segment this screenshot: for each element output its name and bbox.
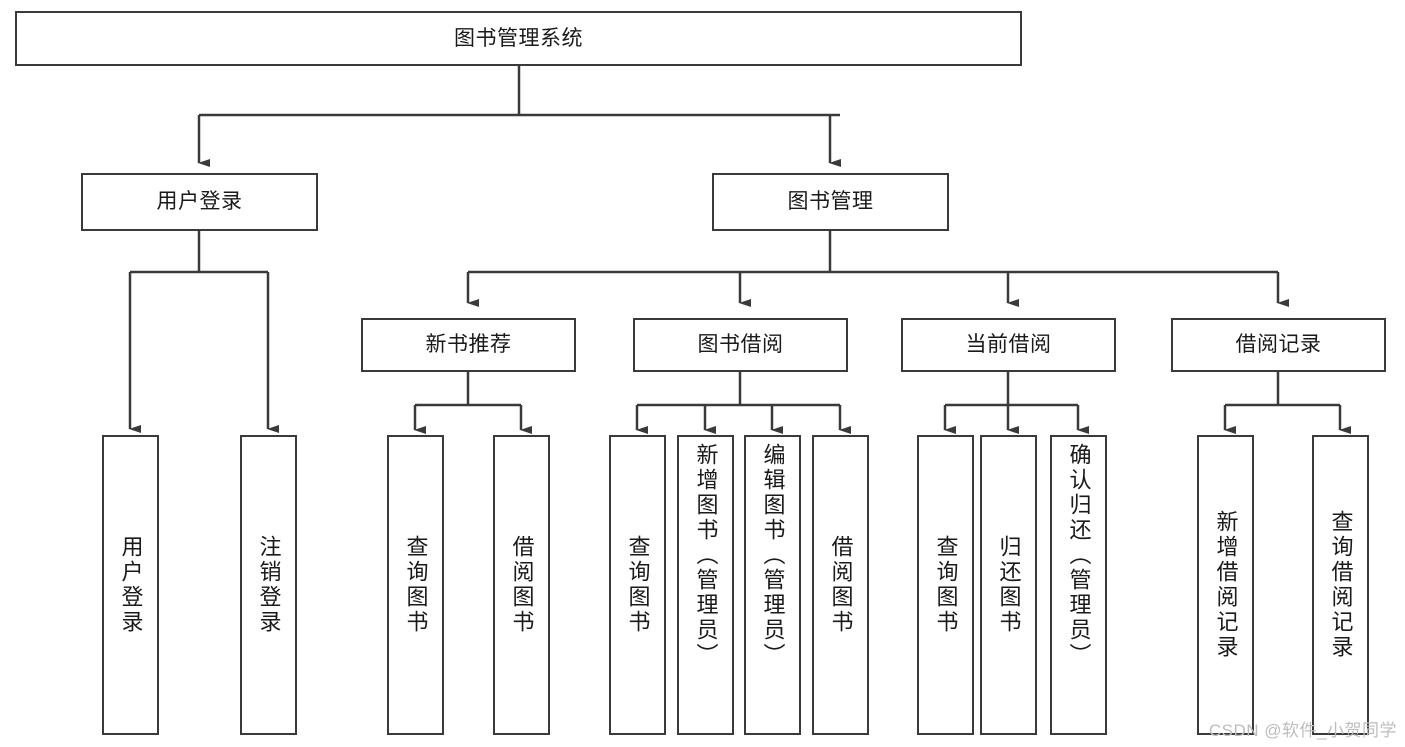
node-label: 借阅记录 <box>1235 333 1322 357</box>
leaf-query-book-bb[interactable]: 查询图书 <box>609 435 666 735</box>
leaf-confirm-return-admin[interactable]: 确认归还（管理员） <box>1050 435 1107 735</box>
node-user-login[interactable]: 用户登录 <box>81 173 318 231</box>
node-label: 图书管理系统 <box>454 26 583 50</box>
node-book-borrow[interactable]: 图书借阅 <box>633 318 848 372</box>
watermark: CSDN @软件_小贺同学 <box>1208 721 1397 740</box>
node-borrow-record[interactable]: 借阅记录 <box>1171 318 1386 372</box>
leaf-add-borrow-record[interactable]: 新增借阅记录 <box>1197 435 1254 735</box>
node-current-borrow[interactable]: 当前借阅 <box>901 318 1116 372</box>
node-label: 注销登录 <box>256 535 282 635</box>
node-label: 查询图书 <box>933 535 959 635</box>
node-label: 新增借阅记录 <box>1213 510 1239 660</box>
node-label: 用户登录 <box>156 190 243 214</box>
node-label: 查询图书 <box>403 535 429 635</box>
leaf-user-login[interactable]: 用户登录 <box>102 435 159 735</box>
leaf-edit-book-admin[interactable]: 编辑图书（管理员） <box>744 435 801 735</box>
node-label: 归还图书 <box>996 535 1022 635</box>
node-label: 借阅图书 <box>828 535 854 635</box>
leaf-borrow-book-bb[interactable]: 借阅图书 <box>812 435 869 735</box>
node-label: 图书借阅 <box>697 333 784 357</box>
node-label: 新增图书（管理员） <box>693 443 719 668</box>
node-label: 查询借阅记录 <box>1328 510 1354 660</box>
node-book-management[interactable]: 图书管理 <box>712 173 949 231</box>
node-label: 查询图书 <box>625 535 651 635</box>
node-label: 用户登录 <box>118 535 144 635</box>
leaf-query-book-nb[interactable]: 查询图书 <box>387 435 444 735</box>
leaf-add-book-admin[interactable]: 新增图书（管理员） <box>677 435 734 735</box>
node-label: 编辑图书（管理员） <box>760 443 786 668</box>
leaf-return-book[interactable]: 归还图书 <box>980 435 1037 735</box>
node-label: 当前借阅 <box>965 333 1052 357</box>
node-label: 借阅图书 <box>509 535 535 635</box>
node-new-book-recommend[interactable]: 新书推荐 <box>361 318 576 372</box>
leaf-logout[interactable]: 注销登录 <box>240 435 297 735</box>
node-label: 新书推荐 <box>425 333 512 357</box>
leaf-query-book-cb[interactable]: 查询图书 <box>917 435 974 735</box>
node-label: 确认归还（管理员） <box>1066 443 1092 668</box>
node-root-book-management-system[interactable]: 图书管理系统 <box>15 11 1022 66</box>
leaf-borrow-book-nb[interactable]: 借阅图书 <box>493 435 550 735</box>
node-label: 图书管理 <box>787 190 874 214</box>
leaf-query-borrow-record[interactable]: 查询借阅记录 <box>1312 435 1369 735</box>
